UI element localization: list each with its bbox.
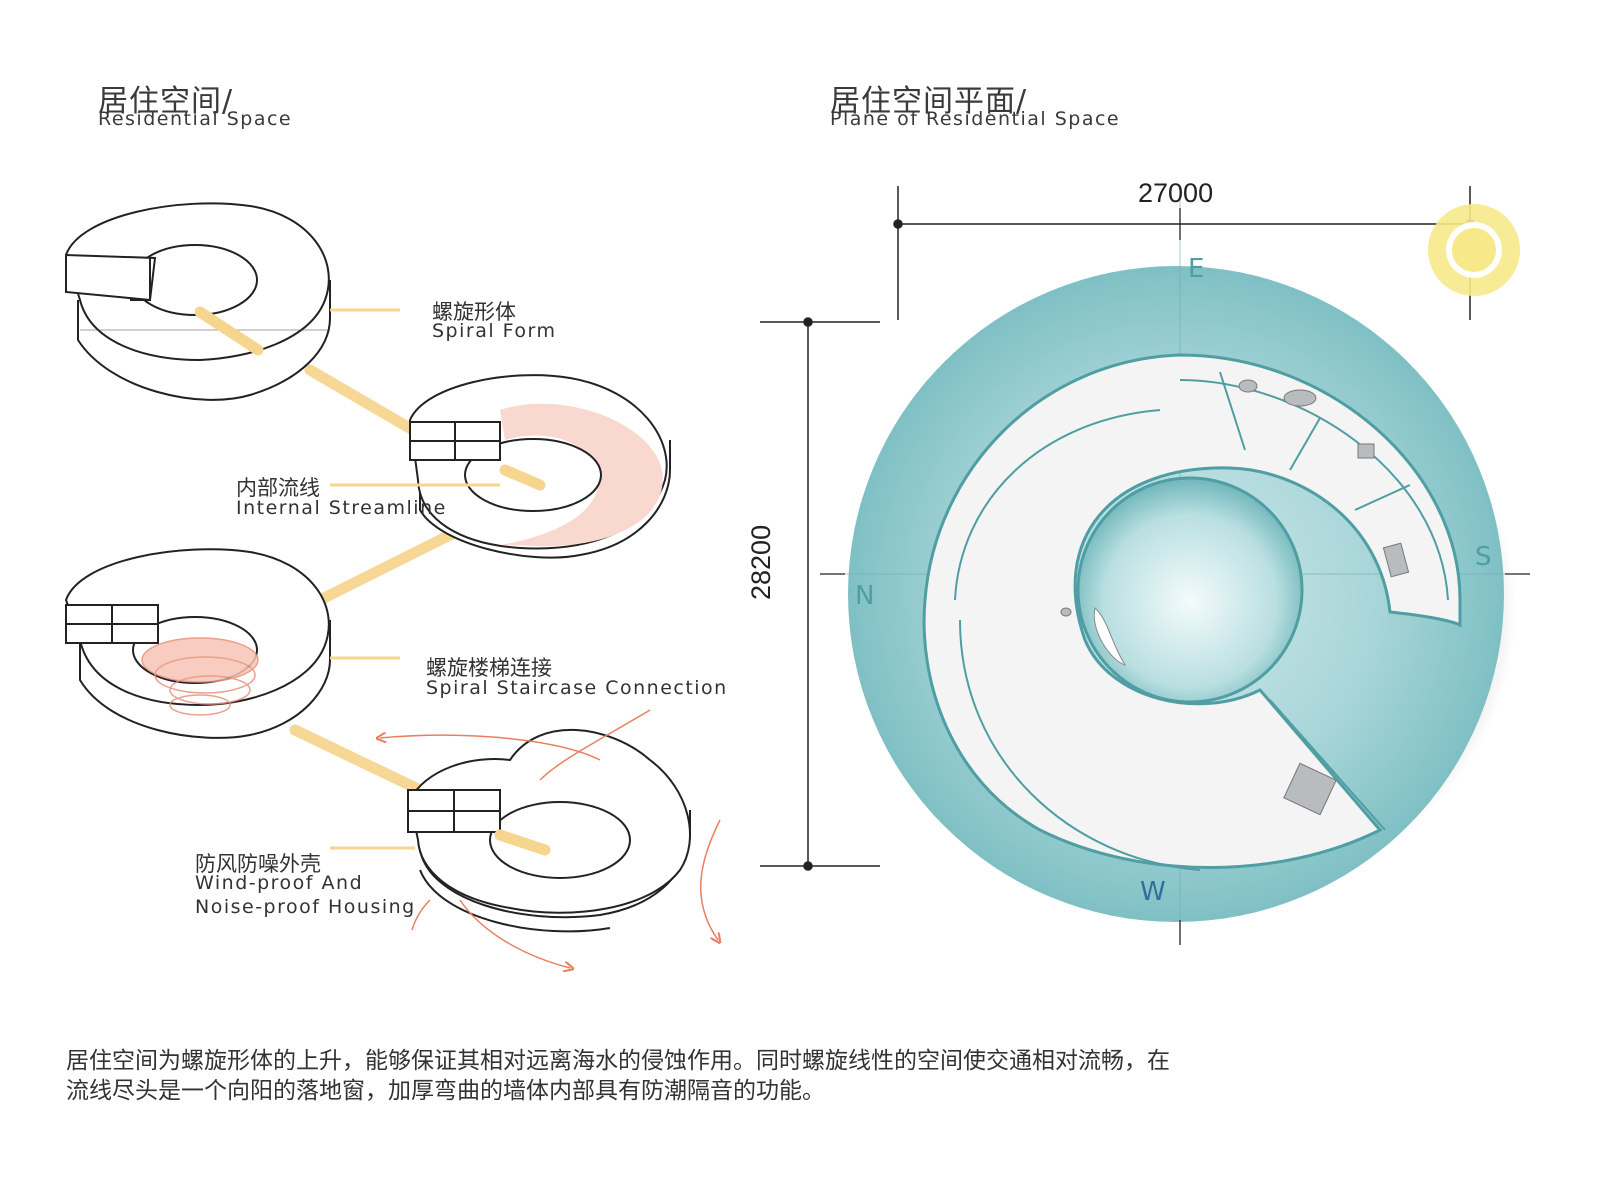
label-staircase-en: Spiral Staircase Connection xyxy=(426,677,728,699)
label-spiral-form-cn: 螺旋形体 xyxy=(432,300,516,324)
wind-arrows xyxy=(380,709,720,968)
compass-s: S xyxy=(1475,542,1492,572)
compass-w: W xyxy=(1140,877,1166,907)
label-spiral-form-en: Spiral Form xyxy=(432,320,557,342)
label-housing-en2: Noise-proof Housing xyxy=(195,896,416,918)
left-title-cn: 居住空间/ xyxy=(98,84,234,119)
right-title-en: Plane of Residential Space xyxy=(830,108,1121,130)
label-housing-en: Wind-proof And xyxy=(195,872,364,894)
sun-icon xyxy=(1428,204,1520,296)
spiral-staircase-diagram xyxy=(64,548,331,739)
caption-line-2: 流线尽头是一个向阳的落地窗，加厚弯曲的墙体内部具有防潮隔音的功能。 xyxy=(66,1078,825,1104)
staircase-swirl xyxy=(141,637,259,716)
label-staircase-cn: 螺旋楼梯连接 xyxy=(426,656,552,680)
axis-ticks xyxy=(820,208,1530,945)
caption: 居住空间为螺旋形体的上升，能够保证其相对远离海水的侵蚀作用。同时螺旋线性的空间使… xyxy=(66,1046,1486,1106)
label-housing-cn: 防风防噪外壳 xyxy=(195,852,321,876)
left-title-en: Residential Space xyxy=(98,108,293,130)
right-title-cn: 居住空间平面/ xyxy=(830,84,1028,119)
housing-diagram xyxy=(407,729,691,933)
furniture xyxy=(1060,379,1410,816)
dimension-width: 27000 xyxy=(1138,178,1214,208)
dimension-height: 28200 xyxy=(746,524,776,600)
compass-e: E xyxy=(1188,254,1204,284)
compass-letters: E S W N xyxy=(855,254,1492,907)
spiral-plan xyxy=(922,353,1462,871)
caption-line-1: 居住空间为螺旋形体的上升，能够保证其相对远离海水的侵蚀作用。同时螺旋线性的空间使… xyxy=(66,1048,1170,1074)
spiral-form-diagram xyxy=(64,202,331,401)
label-streamline-en: Internal Streamline xyxy=(236,497,447,519)
connector-3 xyxy=(289,724,426,796)
internal-streamline-diagram xyxy=(408,374,671,559)
compass-n: N xyxy=(855,581,874,611)
connector-2 xyxy=(314,524,466,606)
label-streamline-cn: 内部流线 xyxy=(236,476,320,500)
